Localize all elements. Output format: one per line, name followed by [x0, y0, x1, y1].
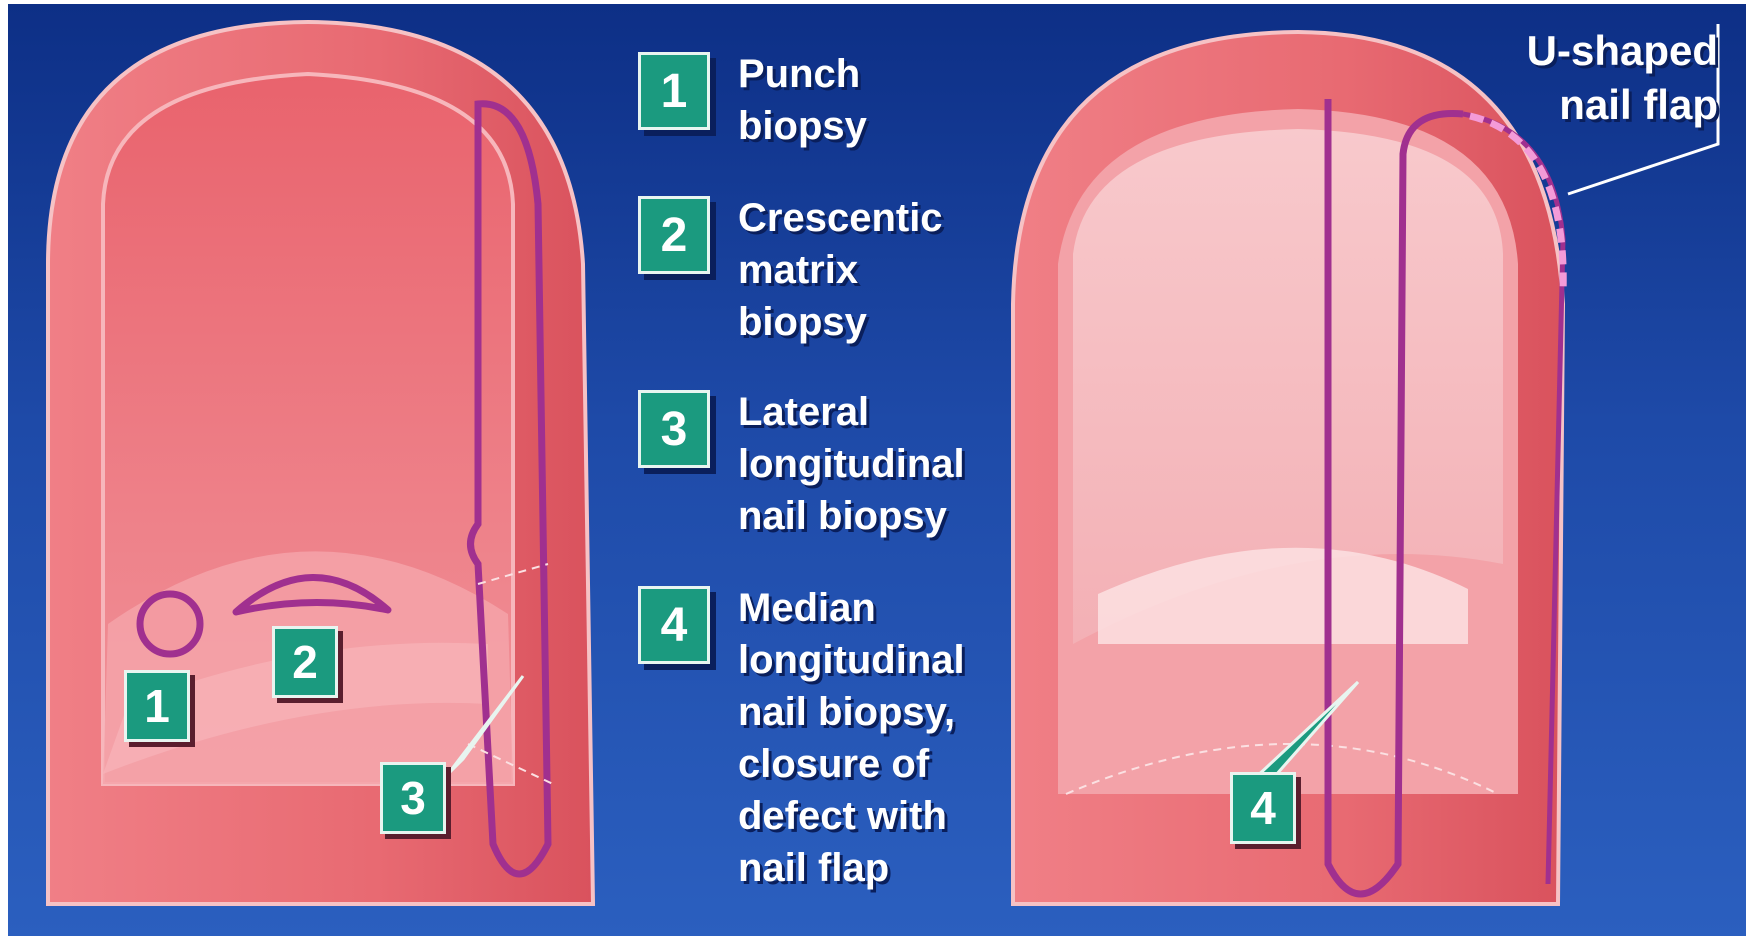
legend-label-3: Lateral longitudinal nail biopsy: [738, 386, 965, 542]
right-finger: [1013, 24, 1718, 904]
legend-item-4: 4 Median longitudinal nail biopsy, closu…: [638, 582, 965, 894]
tag-2: 2: [272, 626, 338, 698]
legend-item-2: 2 Crescentic matrix biopsy: [638, 192, 943, 348]
legend-item-3: 3 Lateral longitudinal nail biopsy: [638, 386, 965, 542]
legend-label-1: Punch biopsy: [738, 48, 867, 152]
legend-item-1: 1 Punch biopsy: [638, 48, 867, 152]
legend-number-4: 4: [638, 586, 710, 664]
legend-label-4: Median longitudinal nail biopsy, closure…: [738, 582, 965, 894]
legend-number-3: 3: [638, 390, 710, 468]
tag-1: 1: [124, 670, 190, 742]
legend-label-2: Crescentic matrix biopsy: [738, 192, 943, 348]
diagram-canvas: 1 2 3 4 U-shaped nail flap 1 Punch biops…: [8, 4, 1746, 936]
tag-3: 3: [380, 762, 446, 834]
legend-number-2: 2: [638, 196, 710, 274]
left-finger: [48, 22, 593, 904]
punch-biopsy-mark: [140, 594, 200, 654]
legend-number-1: 1: [638, 52, 710, 130]
u-shaped-nail-flap-label: U-shaped nail flap: [1527, 24, 1718, 132]
tag-4: 4: [1230, 772, 1296, 844]
